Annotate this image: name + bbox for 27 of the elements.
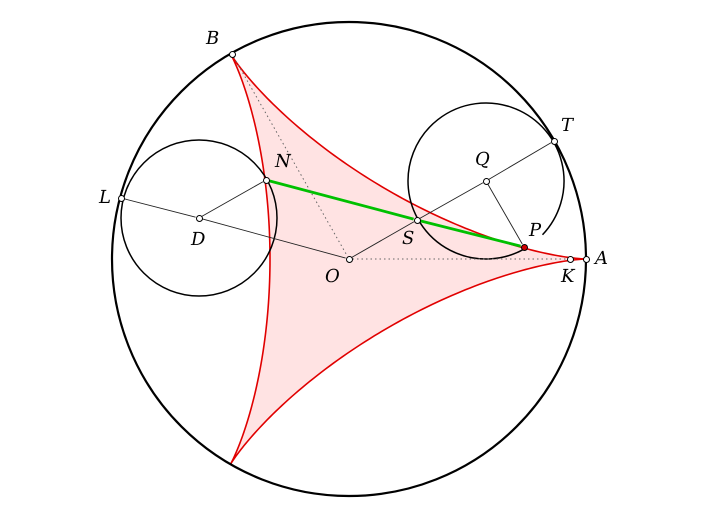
line-segment (124, 198, 196, 218)
point-label: S (402, 230, 414, 248)
line-segment (420, 220, 521, 248)
line-segment (202, 218, 346, 259)
point-marker (228, 50, 236, 58)
point-marker (482, 178, 490, 184)
point-label: B (206, 30, 220, 48)
point-marker (118, 194, 124, 202)
line-segment (487, 184, 523, 244)
point-label: Q (475, 151, 490, 169)
point-label: K (561, 268, 574, 286)
point-label: O (325, 268, 340, 286)
point-marker (582, 256, 590, 262)
line-segment (269, 180, 414, 220)
point-label: N (275, 153, 291, 171)
dotted-segment (352, 258, 567, 260)
point-label: D (191, 231, 206, 249)
line-segment (420, 182, 484, 219)
point-label: P (529, 222, 542, 240)
line-segment (352, 221, 414, 258)
point-label: A (595, 250, 608, 268)
line-segment (488, 142, 552, 180)
point-label: L (99, 189, 111, 207)
point-marker (196, 214, 202, 222)
point-label: T (561, 117, 574, 135)
dotted-segment (233, 56, 348, 256)
line-segment (202, 181, 264, 217)
